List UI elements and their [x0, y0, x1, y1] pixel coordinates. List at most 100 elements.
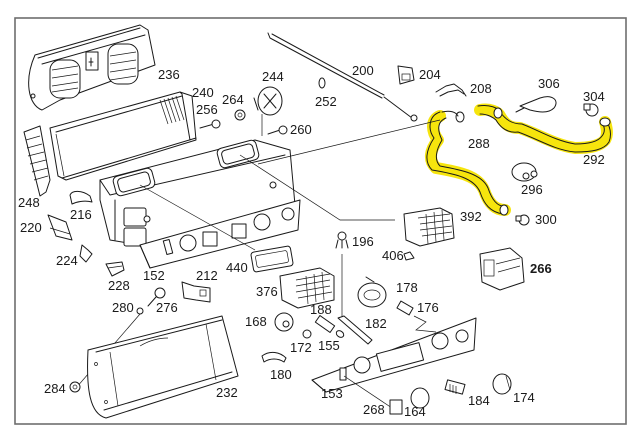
- leader-line: [257, 119, 441, 165]
- washer-280[interactable]: [136, 307, 144, 315]
- nut-264[interactable]: [234, 109, 246, 121]
- clip-180[interactable]: [261, 351, 287, 363]
- lamp-holder-188[interactable]: [314, 315, 336, 333]
- callout-label-392[interactable]: 392: [460, 209, 482, 224]
- storage-tray-232[interactable]: [87, 315, 239, 419]
- bracket-208[interactable]: [435, 83, 467, 97]
- callout-label-228[interactable]: 228: [108, 278, 130, 293]
- heater-box[interactable]: [99, 139, 301, 269]
- blower-switch-178[interactable]: [357, 276, 387, 308]
- clip-406[interactable]: [403, 251, 415, 261]
- knob-174[interactable]: [492, 373, 512, 395]
- callout-label-306[interactable]: 306: [538, 76, 560, 91]
- knob-164[interactable]: [410, 387, 430, 409]
- callout-label-304[interactable]: 304: [583, 89, 605, 104]
- callout-label-174[interactable]: 174: [513, 390, 535, 405]
- callout-label-292[interactable]: 292: [583, 152, 605, 167]
- callout-label-168[interactable]: 168: [245, 314, 267, 329]
- callout-label-248[interactable]: 248: [18, 195, 40, 210]
- lever-224[interactable]: [79, 244, 93, 263]
- callout-label-288[interactable]: 288: [468, 136, 490, 151]
- leader-line: [139, 184, 256, 251]
- callout-label-220[interactable]: 220: [20, 220, 42, 235]
- callout-label-155[interactable]: 155: [318, 338, 340, 353]
- callout-label-184[interactable]: 184: [468, 393, 490, 408]
- callout-label-440[interactable]: 440: [226, 260, 248, 275]
- hose-end: [499, 204, 509, 216]
- cable-200[interactable]: [267, 32, 418, 122]
- sensor-176[interactable]: [396, 300, 437, 333]
- callout-label-256[interactable]: 256: [196, 102, 218, 117]
- light-guide-182[interactable]: [337, 315, 373, 345]
- callout-label-172[interactable]: 172: [290, 340, 312, 355]
- grommet-296[interactable]: [511, 162, 538, 182]
- callout-label-212[interactable]: 212: [196, 268, 218, 283]
- callout-label-296[interactable]: 296: [521, 182, 543, 197]
- callout-label-300[interactable]: 300: [535, 212, 557, 227]
- callout-label-204[interactable]: 204: [419, 67, 441, 82]
- callout-label-268[interactable]: 268: [363, 402, 385, 417]
- callout-label-164[interactable]: 164: [404, 404, 426, 419]
- button-184[interactable]: [444, 379, 466, 395]
- bracket-212[interactable]: [181, 281, 211, 303]
- callout-label-216[interactable]: 216: [70, 207, 92, 222]
- callout-label-252[interactable]: 252: [315, 94, 337, 109]
- callout-label-200[interactable]: 200: [352, 63, 374, 78]
- callout-label-208[interactable]: 208: [470, 81, 492, 96]
- nut-172[interactable]: [302, 329, 312, 339]
- callout-label-240[interactable]: 240: [192, 85, 214, 100]
- callout-labels: 236 240 244 248 252 256 260 264 200 204 208 306 304 2…: [18, 63, 605, 419]
- bulb-socket-196[interactable]: [335, 231, 349, 320]
- callout-label-188[interactable]: 188: [310, 302, 332, 317]
- callout-label-264[interactable]: 264: [222, 92, 244, 107]
- callout-label-176[interactable]: 176: [417, 300, 439, 315]
- screw-260[interactable]: [267, 125, 288, 135]
- callout-label-260[interactable]: 260: [290, 122, 312, 137]
- callout-label-178[interactable]: 178: [396, 280, 418, 295]
- callout-label-152[interactable]: 152: [143, 268, 165, 283]
- rotary-switch-168[interactable]: [274, 312, 294, 332]
- valve-244[interactable]: [253, 86, 283, 136]
- control-panel-trim-153[interactable]: [311, 317, 477, 409]
- switch-268[interactable]: [389, 399, 403, 415]
- callout-label-280[interactable]: 280: [112, 300, 134, 315]
- diagram-frame: [14, 17, 627, 425]
- screw-276[interactable]: [147, 287, 166, 307]
- side-panel[interactable]: [23, 125, 51, 197]
- relay-266[interactable]: [479, 247, 525, 291]
- leader-line: [239, 154, 395, 221]
- blower-housing[interactable]: [28, 24, 156, 111]
- callout-label-266[interactable]: 266: [530, 261, 552, 276]
- screw-256[interactable]: [199, 119, 221, 129]
- callout-label-224[interactable]: 224: [56, 253, 78, 268]
- callout-label-244[interactable]: 244: [262, 69, 284, 84]
- hose-292-highlight[interactable]: [474, 103, 613, 154]
- flap-220[interactable]: [47, 214, 73, 241]
- callout-label-376[interactable]: 376: [256, 284, 278, 299]
- cable-tie-306[interactable]: [515, 96, 557, 113]
- callout-label-180[interactable]: 180: [270, 367, 292, 382]
- grommet-252[interactable]: [318, 77, 326, 89]
- clip-204[interactable]: [397, 65, 415, 85]
- callout-label-182[interactable]: 182: [365, 316, 387, 331]
- air-vent-376[interactable]: [279, 267, 335, 309]
- clip-216[interactable]: [69, 190, 93, 205]
- callout-label-153[interactable]: 153: [321, 386, 343, 401]
- hose-288-highlight[interactable]: [425, 110, 511, 216]
- callout-label-284[interactable]: 284: [44, 381, 66, 396]
- clamp-300[interactable]: [515, 214, 530, 226]
- callout-label-236[interactable]: 236: [158, 67, 180, 82]
- bulb-155[interactable]: [335, 329, 345, 339]
- callout-label-196[interactable]: 196: [352, 234, 374, 249]
- callout-label-406[interactable]: 406: [382, 248, 404, 263]
- nut-284[interactable]: [69, 381, 81, 393]
- callout-label-276[interactable]: 276: [156, 300, 178, 315]
- callout-label-232[interactable]: 232: [216, 385, 238, 400]
- heater-core[interactable]: [49, 91, 197, 181]
- hose-end: [493, 107, 503, 119]
- air-vent-392[interactable]: [403, 207, 455, 247]
- gasket-440[interactable]: [250, 245, 294, 273]
- hose-clamp-304[interactable]: [583, 103, 599, 117]
- clip-228[interactable]: [105, 261, 125, 277]
